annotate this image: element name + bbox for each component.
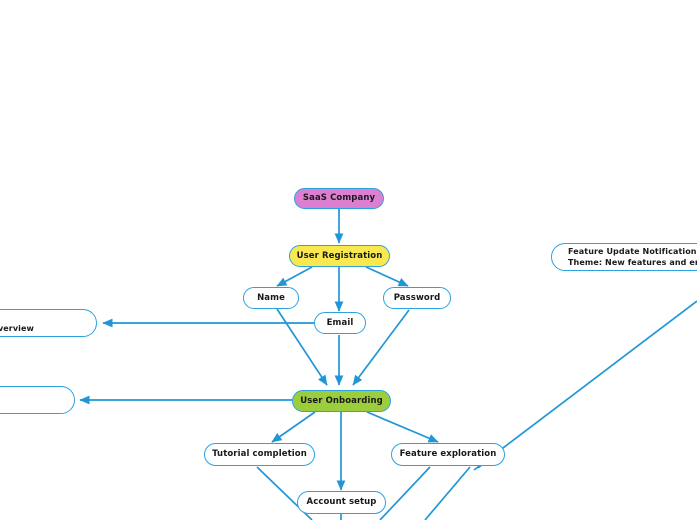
edge-onboarding-to-tutorial xyxy=(271,411,316,443)
node-user-registration[interactable]: User Registration xyxy=(289,245,390,267)
note-line-2: d platform overview xyxy=(0,324,35,333)
note-left-top[interactable]: ion d platform overview xyxy=(0,309,97,337)
node-label: Email xyxy=(326,317,354,328)
node-label: Account setup xyxy=(306,497,377,507)
node-label: SaaS Company xyxy=(302,193,376,203)
node-tutorial-completion[interactable]: Tutorial completion xyxy=(204,443,315,466)
edge-feature-exploration-descend-left xyxy=(379,466,431,520)
note-line-2: Theme: New features and enhan xyxy=(568,258,697,267)
edge-right-diagonal xyxy=(473,300,697,471)
node-label: Tutorial completion xyxy=(212,449,307,459)
edge-registration-to-password xyxy=(365,266,409,287)
node-account-setup[interactable]: Account setup xyxy=(297,491,386,514)
node-email[interactable]: Email xyxy=(314,312,366,334)
edge-onboarding-to-feature-exploration xyxy=(366,411,439,443)
note-line-1: Feature Update Notifications xyxy=(568,246,697,256)
edge-feature-exploration-descend-right xyxy=(424,466,471,520)
node-label: User Onboarding xyxy=(300,395,383,406)
node-user-onboarding[interactable]: User Onboarding xyxy=(292,390,391,412)
node-password[interactable]: Password xyxy=(383,287,451,309)
note-right-top[interactable]: Feature Update Notifications Theme: New … xyxy=(551,243,697,271)
node-label: Password xyxy=(393,292,441,303)
node-label: User Registration xyxy=(296,250,383,261)
note-left-bottom[interactable]: omation ct onboarding xyxy=(0,386,75,414)
node-label: Name xyxy=(257,292,285,303)
edge-registration-to-name xyxy=(276,266,313,287)
node-feature-exploration[interactable]: Feature exploration xyxy=(391,443,505,466)
node-name[interactable]: Name xyxy=(243,287,299,309)
node-saas-company[interactable]: SaaS Company xyxy=(294,188,384,209)
node-label: Feature exploration xyxy=(399,449,497,459)
note-line-1: ion xyxy=(0,312,34,324)
